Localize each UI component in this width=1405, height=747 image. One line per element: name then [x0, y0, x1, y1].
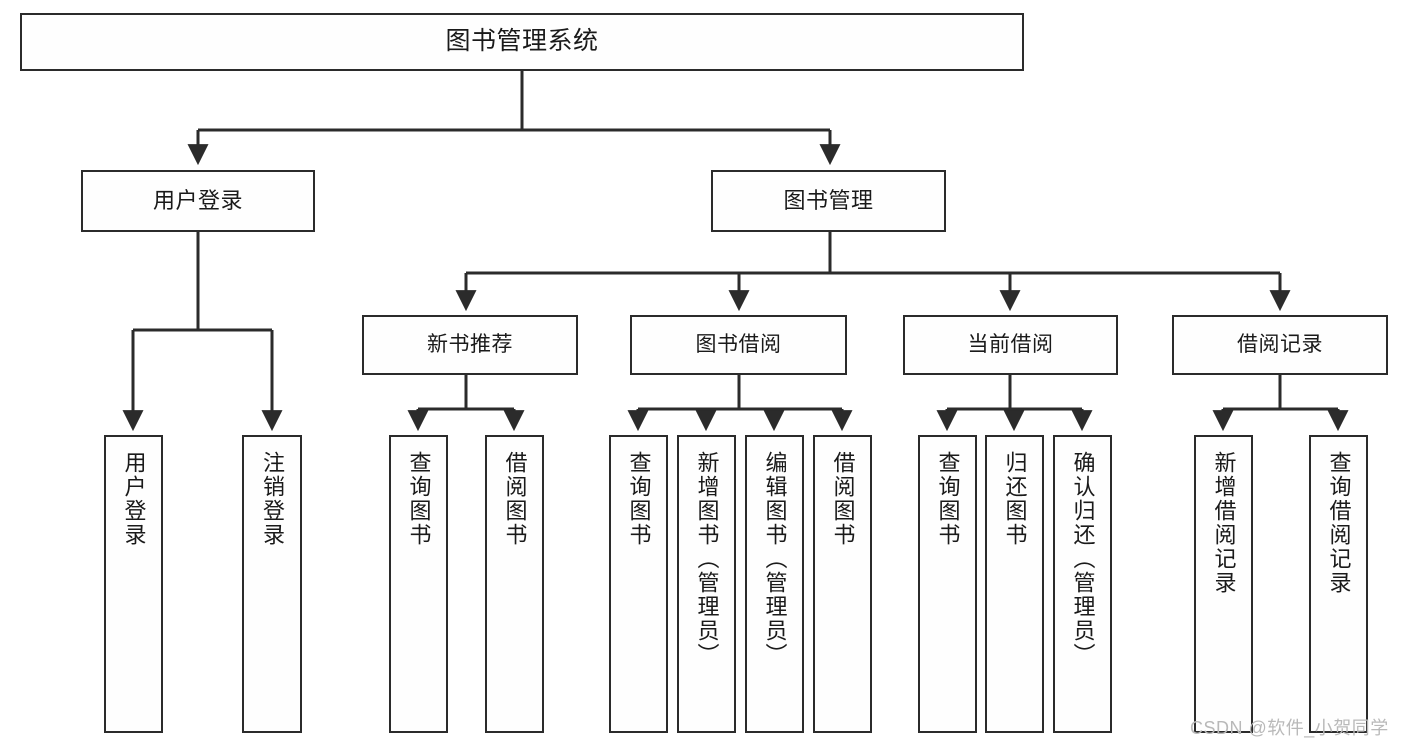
node-new-book-recommend[interactable]: 新书推荐	[362, 315, 578, 375]
node-label: 查询图书	[406, 451, 432, 547]
node-leaf-current-confirm-return-admin[interactable]: 确认归还（管理员）	[1053, 435, 1112, 733]
node-leaf-current-return-book[interactable]: 归还图书	[985, 435, 1044, 733]
node-label: 借阅图书	[502, 451, 528, 547]
node-root-book-management-system[interactable]: 图书管理系统	[20, 13, 1024, 71]
node-label: 编辑图书（管理员）	[762, 451, 788, 667]
node-book-borrow[interactable]: 图书借阅	[630, 315, 847, 375]
node-label: 用户登录	[152, 188, 243, 214]
node-label: 查询图书	[626, 451, 652, 547]
node-leaf-record-add-record[interactable]: 新增借阅记录	[1194, 435, 1253, 733]
node-label: 借阅记录	[1237, 332, 1323, 356]
node-label: 新增借阅记录	[1211, 451, 1237, 595]
node-leaf-current-query-book[interactable]: 查询图书	[918, 435, 977, 733]
node-leaf-borrow-edit-book-admin[interactable]: 编辑图书（管理员）	[745, 435, 804, 733]
node-label: 图书借阅	[695, 332, 782, 356]
node-leaf-borrow-query-book[interactable]: 查询图书	[609, 435, 668, 733]
node-label: 注销登录	[260, 451, 285, 547]
node-label: 借阅图书	[830, 451, 856, 547]
node-label: 新书推荐	[427, 332, 513, 356]
node-label: 用户登录	[121, 451, 147, 547]
node-leaf-borrow-borrow-book[interactable]: 借阅图书	[813, 435, 872, 733]
node-label: 查询图书	[935, 451, 961, 547]
node-label: 归还图书	[1002, 451, 1028, 547]
node-leaf-borrow-add-book-admin[interactable]: 新增图书（管理员）	[677, 435, 736, 733]
node-label: 新增图书（管理员）	[694, 451, 720, 667]
node-book-management[interactable]: 图书管理	[711, 170, 946, 232]
node-leaf-recommend-query-book[interactable]: 查询图书	[389, 435, 448, 733]
node-borrow-record[interactable]: 借阅记录	[1172, 315, 1388, 375]
node-leaf-recommend-borrow-book[interactable]: 借阅图书	[485, 435, 544, 733]
node-leaf-user-login-logout[interactable]: 注销登录	[242, 435, 302, 733]
node-leaf-user-login-login[interactable]: 用户登录	[104, 435, 163, 733]
node-user-login[interactable]: 用户登录	[81, 170, 315, 232]
node-label: 图书管理	[783, 188, 874, 214]
node-label: 确认归还（管理员）	[1070, 451, 1096, 667]
node-label: 当前借阅	[967, 332, 1054, 356]
node-current-borrow[interactable]: 当前借阅	[903, 315, 1118, 375]
node-label: 图书管理系统	[445, 27, 599, 56]
csdn-watermark: CSDN @软件_小贺同学	[1190, 718, 1389, 738]
node-leaf-record-query-record[interactable]: 查询借阅记录	[1309, 435, 1368, 733]
node-label: 查询借阅记录	[1326, 451, 1352, 595]
